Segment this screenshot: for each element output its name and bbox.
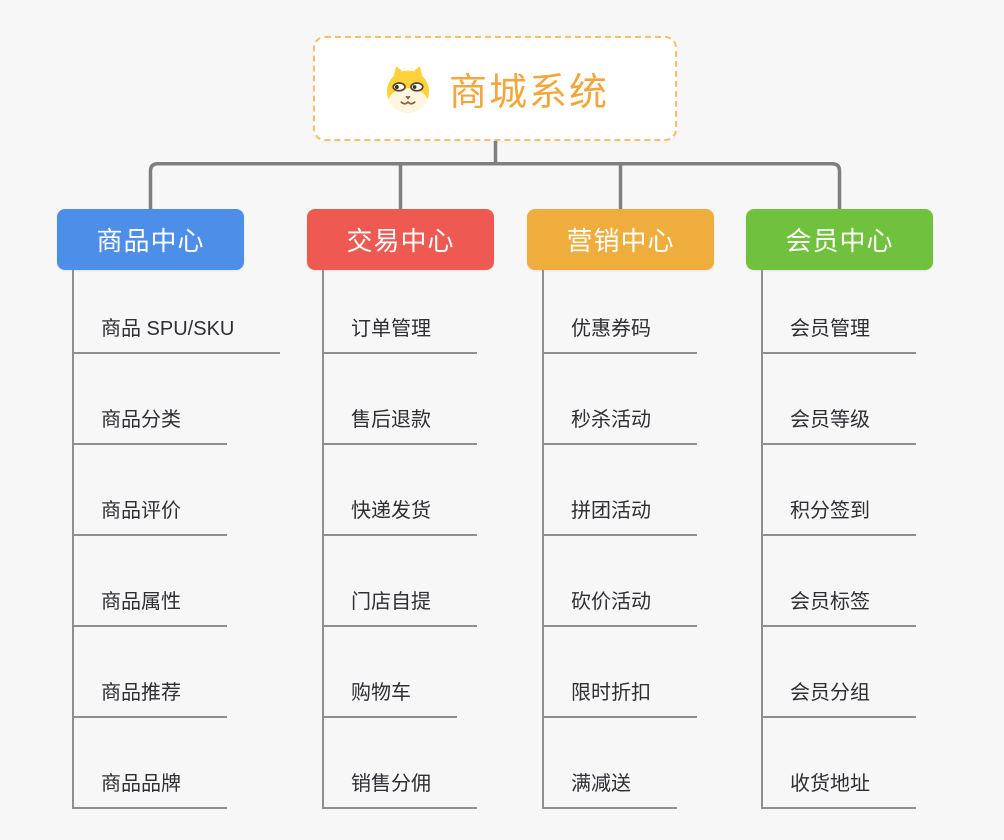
root-node-title: 商城系统 xyxy=(448,72,609,114)
leaf-item[interactable]: 门店自提 xyxy=(324,588,477,627)
leaf-item[interactable]: 拼团活动 xyxy=(544,497,697,536)
leaf-item[interactable]: 商品分类 xyxy=(74,406,227,445)
leaf-item[interactable]: 会员管理 xyxy=(763,315,916,354)
leaf-item[interactable]: 售后退款 xyxy=(324,406,477,445)
dog-icon xyxy=(386,65,430,113)
leaf-item[interactable]: 秒杀活动 xyxy=(544,406,697,445)
leaf-item[interactable]: 积分签到 xyxy=(763,497,916,536)
leaf-item[interactable]: 商品品牌 xyxy=(74,770,227,809)
leaf-item[interactable]: 砍价活动 xyxy=(544,588,697,627)
leaf-item[interactable]: 限时折扣 xyxy=(544,679,697,718)
branch-header-product-center[interactable]: 商品中心 xyxy=(57,209,244,270)
branch-items-product-center: 商品 SPU/SKU 商品分类 商品评价 商品属性 商品推荐 商品品牌 xyxy=(72,270,281,809)
leaf-item[interactable]: 会员分组 xyxy=(763,679,916,718)
leaf-item[interactable]: 快递发货 xyxy=(324,497,477,536)
branch-header-marketing-center[interactable]: 营销中心 xyxy=(527,209,714,270)
branch-title: 营销中心 xyxy=(566,226,675,256)
leaf-item[interactable]: 会员标签 xyxy=(763,588,916,627)
branch-title: 商品中心 xyxy=(96,226,205,256)
branch-header-member-center[interactable]: 会员中心 xyxy=(746,209,933,270)
branch-items-trade-center: 订单管理 售后退款 快递发货 门店自提 购物车 销售分佣 xyxy=(322,270,477,809)
branch-title: 会员中心 xyxy=(785,226,894,256)
leaf-item[interactable]: 商品推荐 xyxy=(74,679,227,718)
leaf-item[interactable]: 商品评价 xyxy=(74,497,227,536)
leaf-item[interactable]: 订单管理 xyxy=(324,315,477,354)
branch-items-member-center: 会员管理 会员等级 积分签到 会员标签 会员分组 收货地址 xyxy=(761,270,916,809)
leaf-item[interactable]: 会员等级 xyxy=(763,406,916,445)
root-node-mall-system[interactable]: 商城系统 xyxy=(313,36,677,141)
leaf-item[interactable]: 优惠券码 xyxy=(544,315,697,354)
branch-header-trade-center[interactable]: 交易中心 xyxy=(307,209,494,270)
leaf-item[interactable]: 商品 SPU/SKU xyxy=(74,315,281,354)
leaf-item[interactable]: 满减送 xyxy=(544,770,677,809)
branch-items-marketing-center: 优惠券码 秒杀活动 拼团活动 砍价活动 限时折扣 满减送 xyxy=(542,270,697,809)
leaf-item[interactable]: 商品属性 xyxy=(74,588,227,627)
branch-title: 交易中心 xyxy=(346,226,455,256)
leaf-item[interactable]: 购物车 xyxy=(324,679,457,718)
leaf-item[interactable]: 销售分佣 xyxy=(324,770,477,809)
leaf-item[interactable]: 收货地址 xyxy=(763,770,916,809)
